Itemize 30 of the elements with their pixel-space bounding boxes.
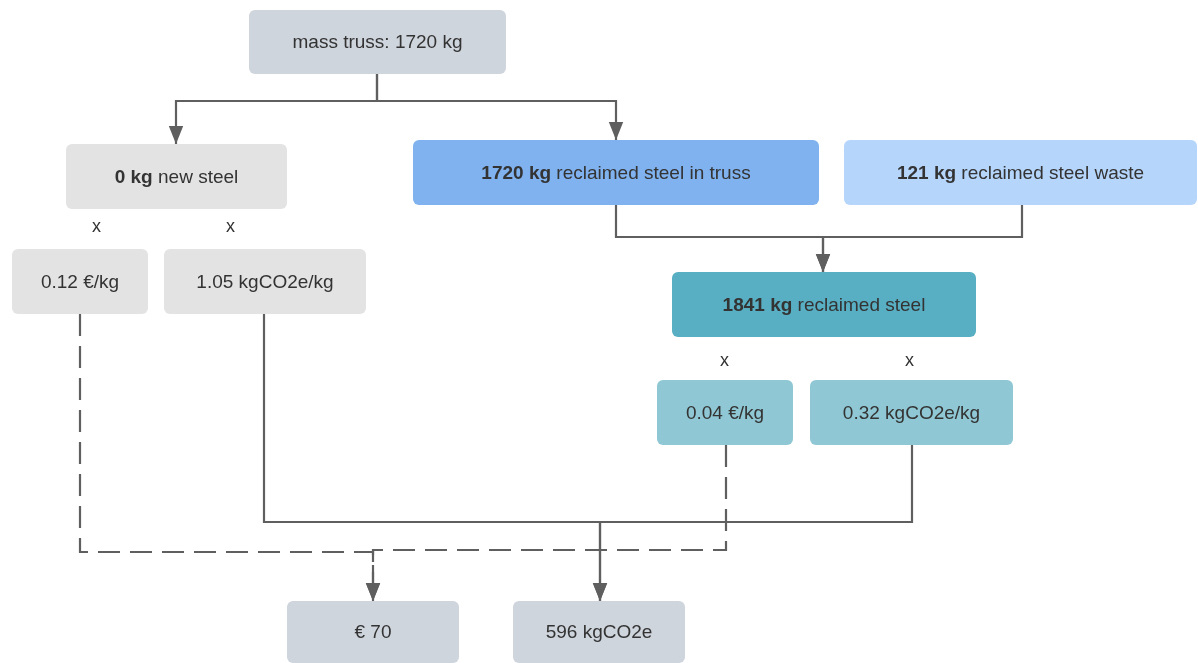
- process-box: [810, 380, 1013, 445]
- box-text: 121 kg reclaimed steel waste: [896, 161, 1145, 184]
- box-text: 1720 kg reclaimed steel in truss: [481, 161, 751, 184]
- box-text: 0.04 €/kg: [685, 401, 765, 424]
- process-box: [287, 601, 459, 663]
- process-box: [413, 140, 819, 205]
- process-box: [164, 249, 366, 314]
- multiply-sign: x: [92, 216, 101, 237]
- arrow: [815, 205, 1024, 272]
- process-box: [513, 601, 685, 663]
- process-box: [66, 144, 287, 209]
- process-box: [249, 10, 506, 74]
- arrow: [375, 74, 624, 140]
- arrow: [592, 445, 914, 601]
- process-box: [657, 380, 793, 445]
- process-box: [12, 249, 148, 314]
- box-text: 1841 kg reclaimed steel: [722, 293, 926, 316]
- box-text: € 70: [354, 621, 392, 643]
- box-text: mass truss: 1720 kg: [292, 31, 463, 53]
- multiply-sign: x: [905, 350, 914, 371]
- arrow: [365, 445, 728, 601]
- multiply-sign: x: [226, 216, 235, 237]
- box-text: 0.32 kgCO2e/kg: [842, 401, 981, 424]
- box-text: 596 kgCO2e: [545, 621, 653, 643]
- box-text: 1.05 kgCO2e/kg: [196, 270, 334, 293]
- process-box: [844, 140, 1197, 205]
- box-text: 0.12 €/kg: [40, 270, 120, 293]
- process-box: [672, 272, 976, 337]
- box-text: 0 kg new steel: [114, 165, 239, 188]
- multiply-sign: x: [720, 350, 729, 371]
